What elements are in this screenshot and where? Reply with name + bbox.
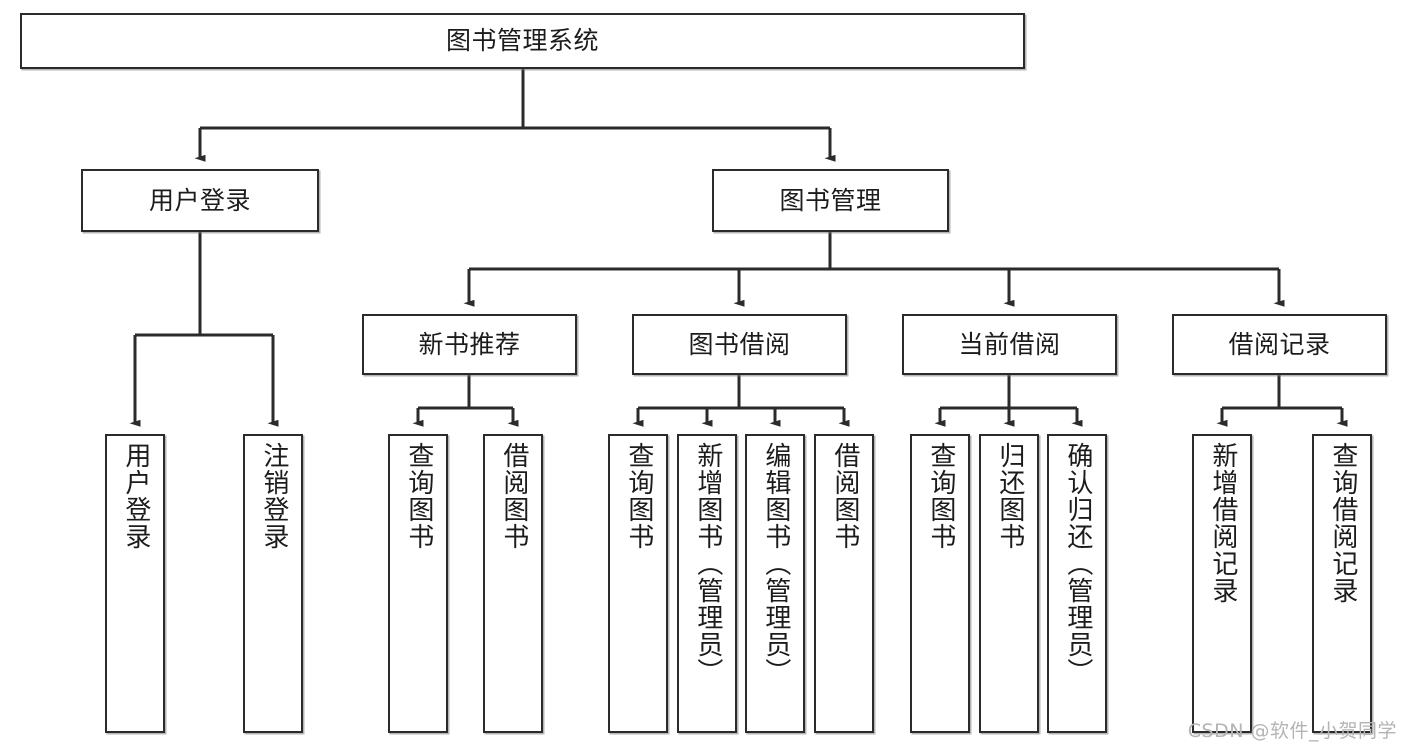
leaf-user-login-signin[interactable]: 用户登录 xyxy=(105,434,165,733)
node-label: 查询图书 xyxy=(925,442,956,550)
leaf-borrow-query-book[interactable]: 查询图书 xyxy=(608,434,668,733)
node-label: 查询借阅记录 xyxy=(1327,442,1358,604)
node-new-book-recommend[interactable]: 新书推荐 xyxy=(362,314,577,375)
leaf-record-add-borrow-record[interactable]: 新增借阅记录 xyxy=(1192,434,1252,733)
leaf-current-query-book[interactable]: 查询图书 xyxy=(910,434,970,733)
node-label: 图书借阅 xyxy=(688,329,791,359)
node-user-login[interactable]: 用户登录 xyxy=(81,169,319,232)
leaf-borrow-add-book-admin[interactable]: 新增图书（管理员） xyxy=(677,434,737,733)
node-label: 图书管理 xyxy=(779,185,882,215)
node-root-book-management-system[interactable]: 图书管理系统 xyxy=(20,13,1025,69)
node-book-management[interactable]: 图书管理 xyxy=(712,169,949,232)
leaf-new-book-query[interactable]: 查询图书 xyxy=(388,434,448,733)
leaf-new-book-borrow[interactable]: 借阅图书 xyxy=(483,434,543,733)
node-label: 借阅图书 xyxy=(498,442,529,550)
node-borrow-record[interactable]: 借阅记录 xyxy=(1172,314,1387,375)
node-label: 确认归还（管理员） xyxy=(1062,442,1093,685)
node-label: 用户登录 xyxy=(120,442,151,550)
leaf-borrow-borrow-book[interactable]: 借阅图书 xyxy=(814,434,874,733)
node-label: 编辑图书（管理员） xyxy=(760,442,791,685)
leaf-current-return-book[interactable]: 归还图书 xyxy=(979,434,1039,733)
csdn-watermark: CSDN @软件_小贺同学 xyxy=(1187,720,1397,742)
node-label: 归还图书 xyxy=(994,442,1025,550)
node-label: 新增图书（管理员） xyxy=(692,442,723,685)
leaf-borrow-edit-book-admin[interactable]: 编辑图书（管理员） xyxy=(745,434,805,733)
node-label: 新增借阅记录 xyxy=(1207,442,1238,604)
node-label: 查询图书 xyxy=(623,442,654,550)
node-label: 借阅记录 xyxy=(1228,329,1331,359)
node-book-borrow[interactable]: 图书借阅 xyxy=(632,314,847,375)
leaf-record-query-borrow-record[interactable]: 查询借阅记录 xyxy=(1312,434,1372,733)
node-label: 图书管理系统 xyxy=(445,26,599,56)
node-label: 当前借阅 xyxy=(958,329,1061,359)
node-label: 新书推荐 xyxy=(418,329,521,359)
node-label: 借阅图书 xyxy=(829,442,860,550)
leaf-user-login-signout[interactable]: 注销登录 xyxy=(243,434,303,733)
leaf-current-confirm-return-admin[interactable]: 确认归还（管理员） xyxy=(1047,434,1107,733)
node-label: 用户登录 xyxy=(148,185,251,215)
node-label: 查询图书 xyxy=(403,442,434,550)
node-current-borrow[interactable]: 当前借阅 xyxy=(902,314,1117,375)
node-label: 注销登录 xyxy=(258,442,289,550)
